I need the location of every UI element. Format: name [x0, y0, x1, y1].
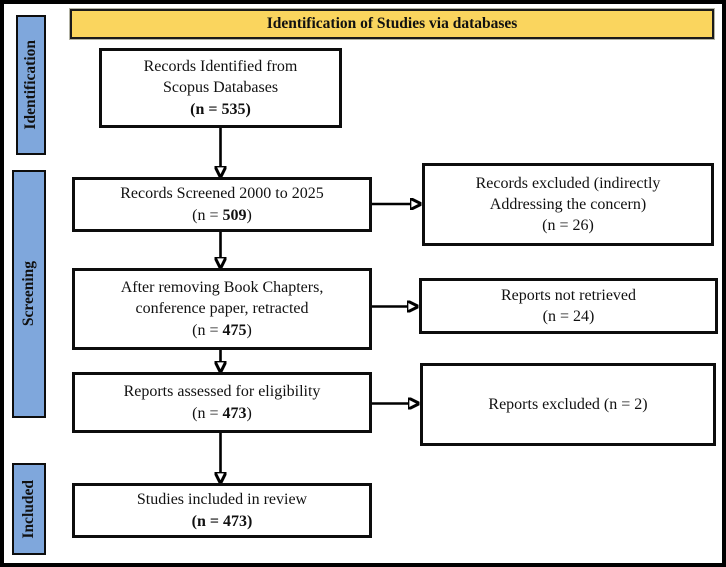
- count-prefix: (n =: [191, 512, 223, 530]
- count-value: 535: [221, 100, 246, 118]
- count-prefix: (n =: [192, 321, 223, 339]
- count-suffix: ): [245, 100, 251, 118]
- box-text-line: Records Identified from: [143, 58, 298, 76]
- count-prefix: (n =: [190, 100, 222, 118]
- flow-box-records-screened: Records Screened 2000 to 2025 (n = 509): [72, 177, 372, 232]
- box-text-line: Scopus Databases: [162, 79, 279, 97]
- box-count-line: (n = 24): [542, 308, 595, 325]
- box-count-line: (n = 535): [190, 99, 251, 120]
- box-count-line: (n = 473): [192, 403, 252, 424]
- stage-screening-label: Screening: [20, 261, 37, 327]
- stage-included: Included: [12, 463, 46, 555]
- flow-box-reports-not-retrieved: Reports not retrieved (n = 24): [419, 278, 718, 334]
- box-text-line: Reports excluded (n = 2): [488, 395, 648, 413]
- box-text-line: Records excluded (indirectly: [475, 174, 661, 192]
- box-count-line: (n = 473): [192, 511, 253, 532]
- diagram-title: Identification of Studies via databases: [266, 15, 518, 32]
- box-text-line: Records Screened 2000 to 2025: [120, 185, 324, 203]
- stage-identification-label: Identification: [22, 40, 39, 130]
- box-text-line: Addressing the concern): [489, 195, 647, 213]
- count-value: 475: [222, 321, 247, 339]
- count-value: 509: [222, 206, 247, 224]
- count-value: 473: [222, 404, 247, 422]
- count-suffix: ): [246, 404, 252, 422]
- flow-box-reports-assessed: Reports assessed for eligibility (n = 47…: [72, 372, 372, 433]
- box-count-line: (n = 475): [192, 320, 252, 341]
- stage-screening: Screening: [12, 170, 46, 418]
- count-suffix: ): [246, 206, 252, 224]
- count-value: 473: [223, 512, 247, 530]
- box-text-line: Studies included in review: [136, 491, 308, 509]
- box-count-line: (n = 26): [542, 217, 594, 235]
- count-suffix: ): [247, 512, 253, 530]
- box-count-line: (n = 509): [192, 205, 252, 226]
- flow-box-after-removing: After removing Book Chapters, conference…: [72, 268, 372, 350]
- box-text-line: Reports assessed for eligibility: [123, 383, 321, 401]
- flow-box-studies-included: Studies included in review (n = 473): [72, 483, 372, 538]
- diagram-title-banner: Identification of Studies via databases: [70, 9, 714, 39]
- count-prefix: (n =: [192, 404, 223, 422]
- box-text-line: Reports not retrieved: [500, 286, 637, 304]
- stage-identification: Identification: [16, 15, 46, 155]
- flow-box-records-excluded: Records excluded (indirectly Addressing …: [422, 163, 714, 246]
- count-suffix: ): [246, 321, 252, 339]
- flow-box-reports-excluded: Reports excluded (n = 2): [420, 363, 716, 446]
- box-text-line: After removing Book Chapters,: [120, 279, 324, 297]
- box-text-line: conference paper, retracted: [135, 300, 309, 318]
- count-prefix: (n =: [192, 206, 223, 224]
- flow-box-records-identified: Records Identified from Scopus Databases…: [99, 48, 342, 128]
- stage-included-label: Included: [20, 479, 37, 539]
